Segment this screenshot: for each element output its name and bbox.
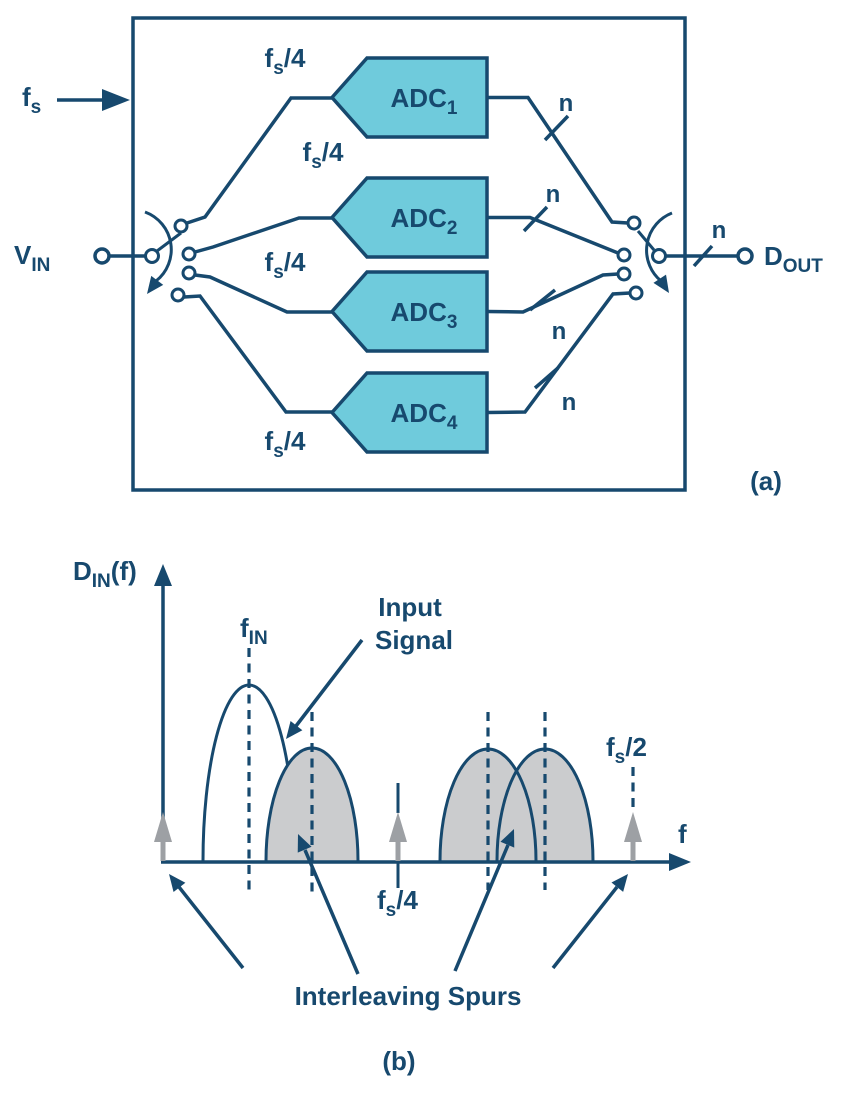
bus-slash-2-icon	[522, 205, 549, 233]
bus-slash-3-icon	[528, 288, 557, 312]
bus-slash-out-icon	[692, 244, 714, 268]
output-switch-contact-3	[616, 266, 632, 282]
input-switch-contact-3	[181, 265, 197, 281]
input-switch-contact-4	[170, 287, 186, 303]
x-axis-label: f	[678, 819, 687, 849]
output-switch-pole	[651, 248, 667, 264]
chip-outline	[131, 16, 687, 492]
input-signal-caption-line1: Input	[378, 592, 442, 622]
fs2-tone-arrow-icon	[624, 812, 642, 842]
spur-callout-arrow-3	[453, 844, 510, 972]
adc3-clock-label: fs/4	[265, 247, 306, 283]
output-switch-contact-1	[626, 215, 642, 231]
caption-b: (b)	[382, 1046, 415, 1076]
fs2-tone-arrow	[624, 812, 642, 861]
adc3-label: ADC3	[391, 297, 458, 333]
vin-terminal	[93, 247, 111, 265]
adc1-output-wire	[487, 95, 629, 225]
input-switch-contact-2	[181, 246, 197, 262]
input-switch-rotation-arc	[144, 210, 173, 283]
y-axis-label: DIN(f)	[73, 556, 137, 592]
adc3-input-wire	[194, 273, 332, 314]
adc2-clock-label: fs/4	[303, 137, 344, 173]
dout-label: DOUT	[764, 241, 823, 277]
adc1-input-wire	[186, 96, 332, 225]
dout-terminal	[736, 247, 754, 265]
sample-clock-label: fs	[22, 82, 41, 118]
fs4-tone-arrow	[389, 783, 407, 888]
bus-width-label-2: n	[546, 181, 561, 208]
bus-width-label-3: n	[552, 318, 567, 345]
spur-callout-arrow-2	[303, 849, 360, 975]
spurs-caption: Interleaving Spurs	[295, 981, 522, 1011]
panel-b: DIN(f) fIN fs/2 f	[73, 556, 691, 1076]
adc2-input-wire	[194, 216, 332, 254]
input-switch-wiper	[156, 231, 182, 253]
dc-tone-arrow	[154, 812, 172, 861]
adc4-label: ADC4	[391, 398, 458, 434]
adc3-output-wire	[486, 272, 619, 314]
output-switch-contact-2	[616, 247, 632, 263]
fs4-tone-arrow-icon	[389, 812, 407, 842]
output-switch	[616, 211, 676, 301]
adc2-output-wire	[487, 215, 619, 255]
bus-width-label-out: n	[712, 217, 727, 244]
input-switch	[141, 210, 197, 303]
adc4-output-wire	[486, 291, 631, 415]
output-switch-wiper	[636, 230, 656, 251]
vin-label: VIN	[14, 240, 50, 276]
adc4-clock-label: fs/4	[265, 426, 306, 462]
fs4-label: fs/4	[377, 885, 418, 921]
bus-slash-4-icon	[533, 366, 560, 390]
bus-width-label-4: n	[562, 389, 577, 416]
fin-label: fIN	[240, 613, 268, 649]
output-switch-contact-4	[628, 285, 644, 301]
adc1-label: ADC1	[391, 83, 458, 119]
adc2-label: ADC2	[391, 203, 458, 239]
output-switch-rotation-arc	[645, 211, 673, 283]
spur-callout-arrow-1	[177, 885, 245, 970]
adc4-input-wire	[183, 294, 332, 414]
dc-tone-arrow-icon	[154, 812, 172, 842]
panel-a: fs VIN fs/4 fs/4 fs/4 fs/4 ADC1	[14, 16, 823, 496]
bus-slash-1-icon	[543, 114, 570, 142]
caption-a: (a)	[750, 466, 782, 496]
input-switch-pole	[144, 248, 160, 264]
adc1-clock-label: fs/4	[265, 43, 306, 79]
bus-width-label-1: n	[559, 90, 574, 117]
x-axis-arrow-icon	[669, 853, 691, 871]
y-axis-arrow-icon	[154, 564, 172, 586]
fs2-label: fs/2	[606, 732, 647, 768]
spur-callout-arrow-4	[551, 885, 619, 970]
input-signal-arrow-line	[294, 638, 364, 728]
spur-callouts	[163, 826, 634, 975]
input-switch-contact-1	[173, 218, 189, 234]
input-signal-caption-line2: Signal	[375, 625, 453, 655]
sample-clock-arrow-icon	[102, 89, 130, 111]
